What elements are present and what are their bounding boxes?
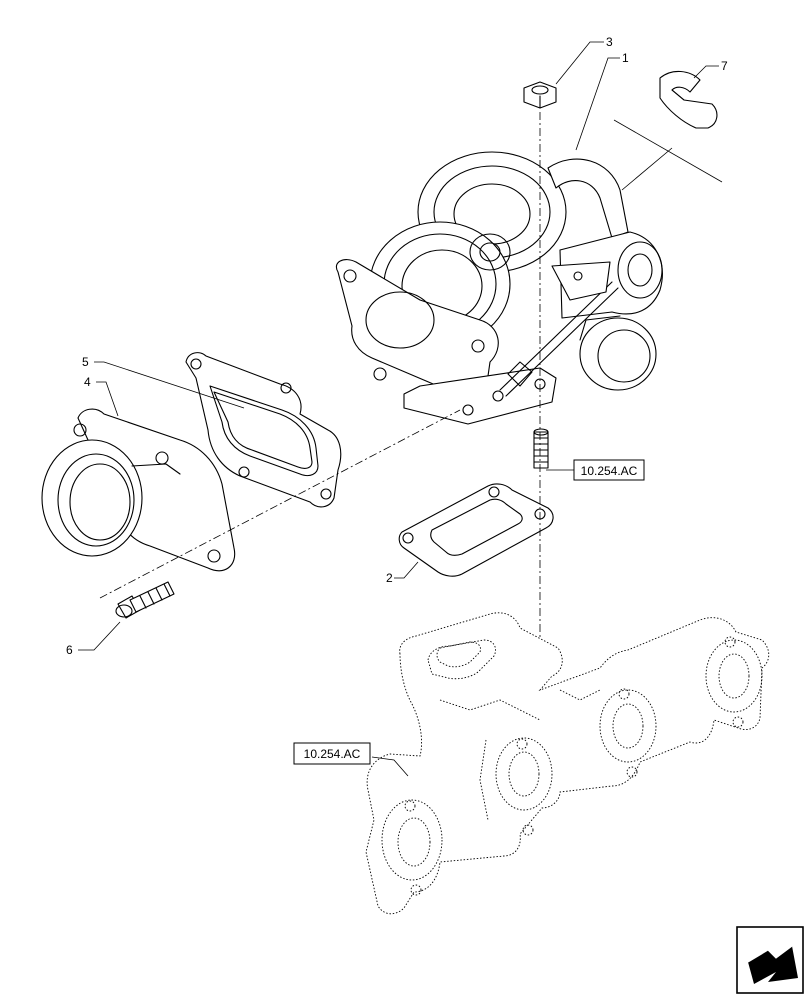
callout-1: 1	[622, 51, 629, 65]
exhaust-manifold-reference	[365, 612, 770, 915]
leader-lines	[78, 41, 719, 777]
callout-7: 7	[721, 59, 728, 73]
callout-4: 4	[84, 375, 91, 389]
reference-box-upper[interactable]: 10.254.AC	[573, 459, 645, 481]
reference-label-lower: 10.254.AC	[304, 747, 361, 761]
bolt-part-6	[115, 581, 175, 619]
callout-numbers: 1 2 3 4 5 6 7	[66, 35, 728, 657]
callout-2: 2	[386, 571, 393, 585]
callout-3: 3	[606, 35, 613, 49]
reference-label-upper: 10.254.AC	[581, 464, 638, 478]
turbocharger-part-1	[336, 119, 723, 425]
gasket-part-5	[185, 352, 342, 508]
callout-5: 5	[82, 355, 89, 369]
assembly-centerlines	[99, 112, 541, 640]
gasket-part-2	[398, 483, 554, 577]
reference-box-lower[interactable]: 10.254.AC	[293, 742, 371, 765]
nut-part-3	[523, 81, 557, 109]
clip-part-7	[659, 70, 718, 129]
pipe-elbow-part-4	[41, 408, 236, 572]
next-page-arrow-icon[interactable]	[736, 926, 804, 994]
callout-6: 6	[66, 643, 73, 657]
stud-bolt	[533, 428, 549, 469]
